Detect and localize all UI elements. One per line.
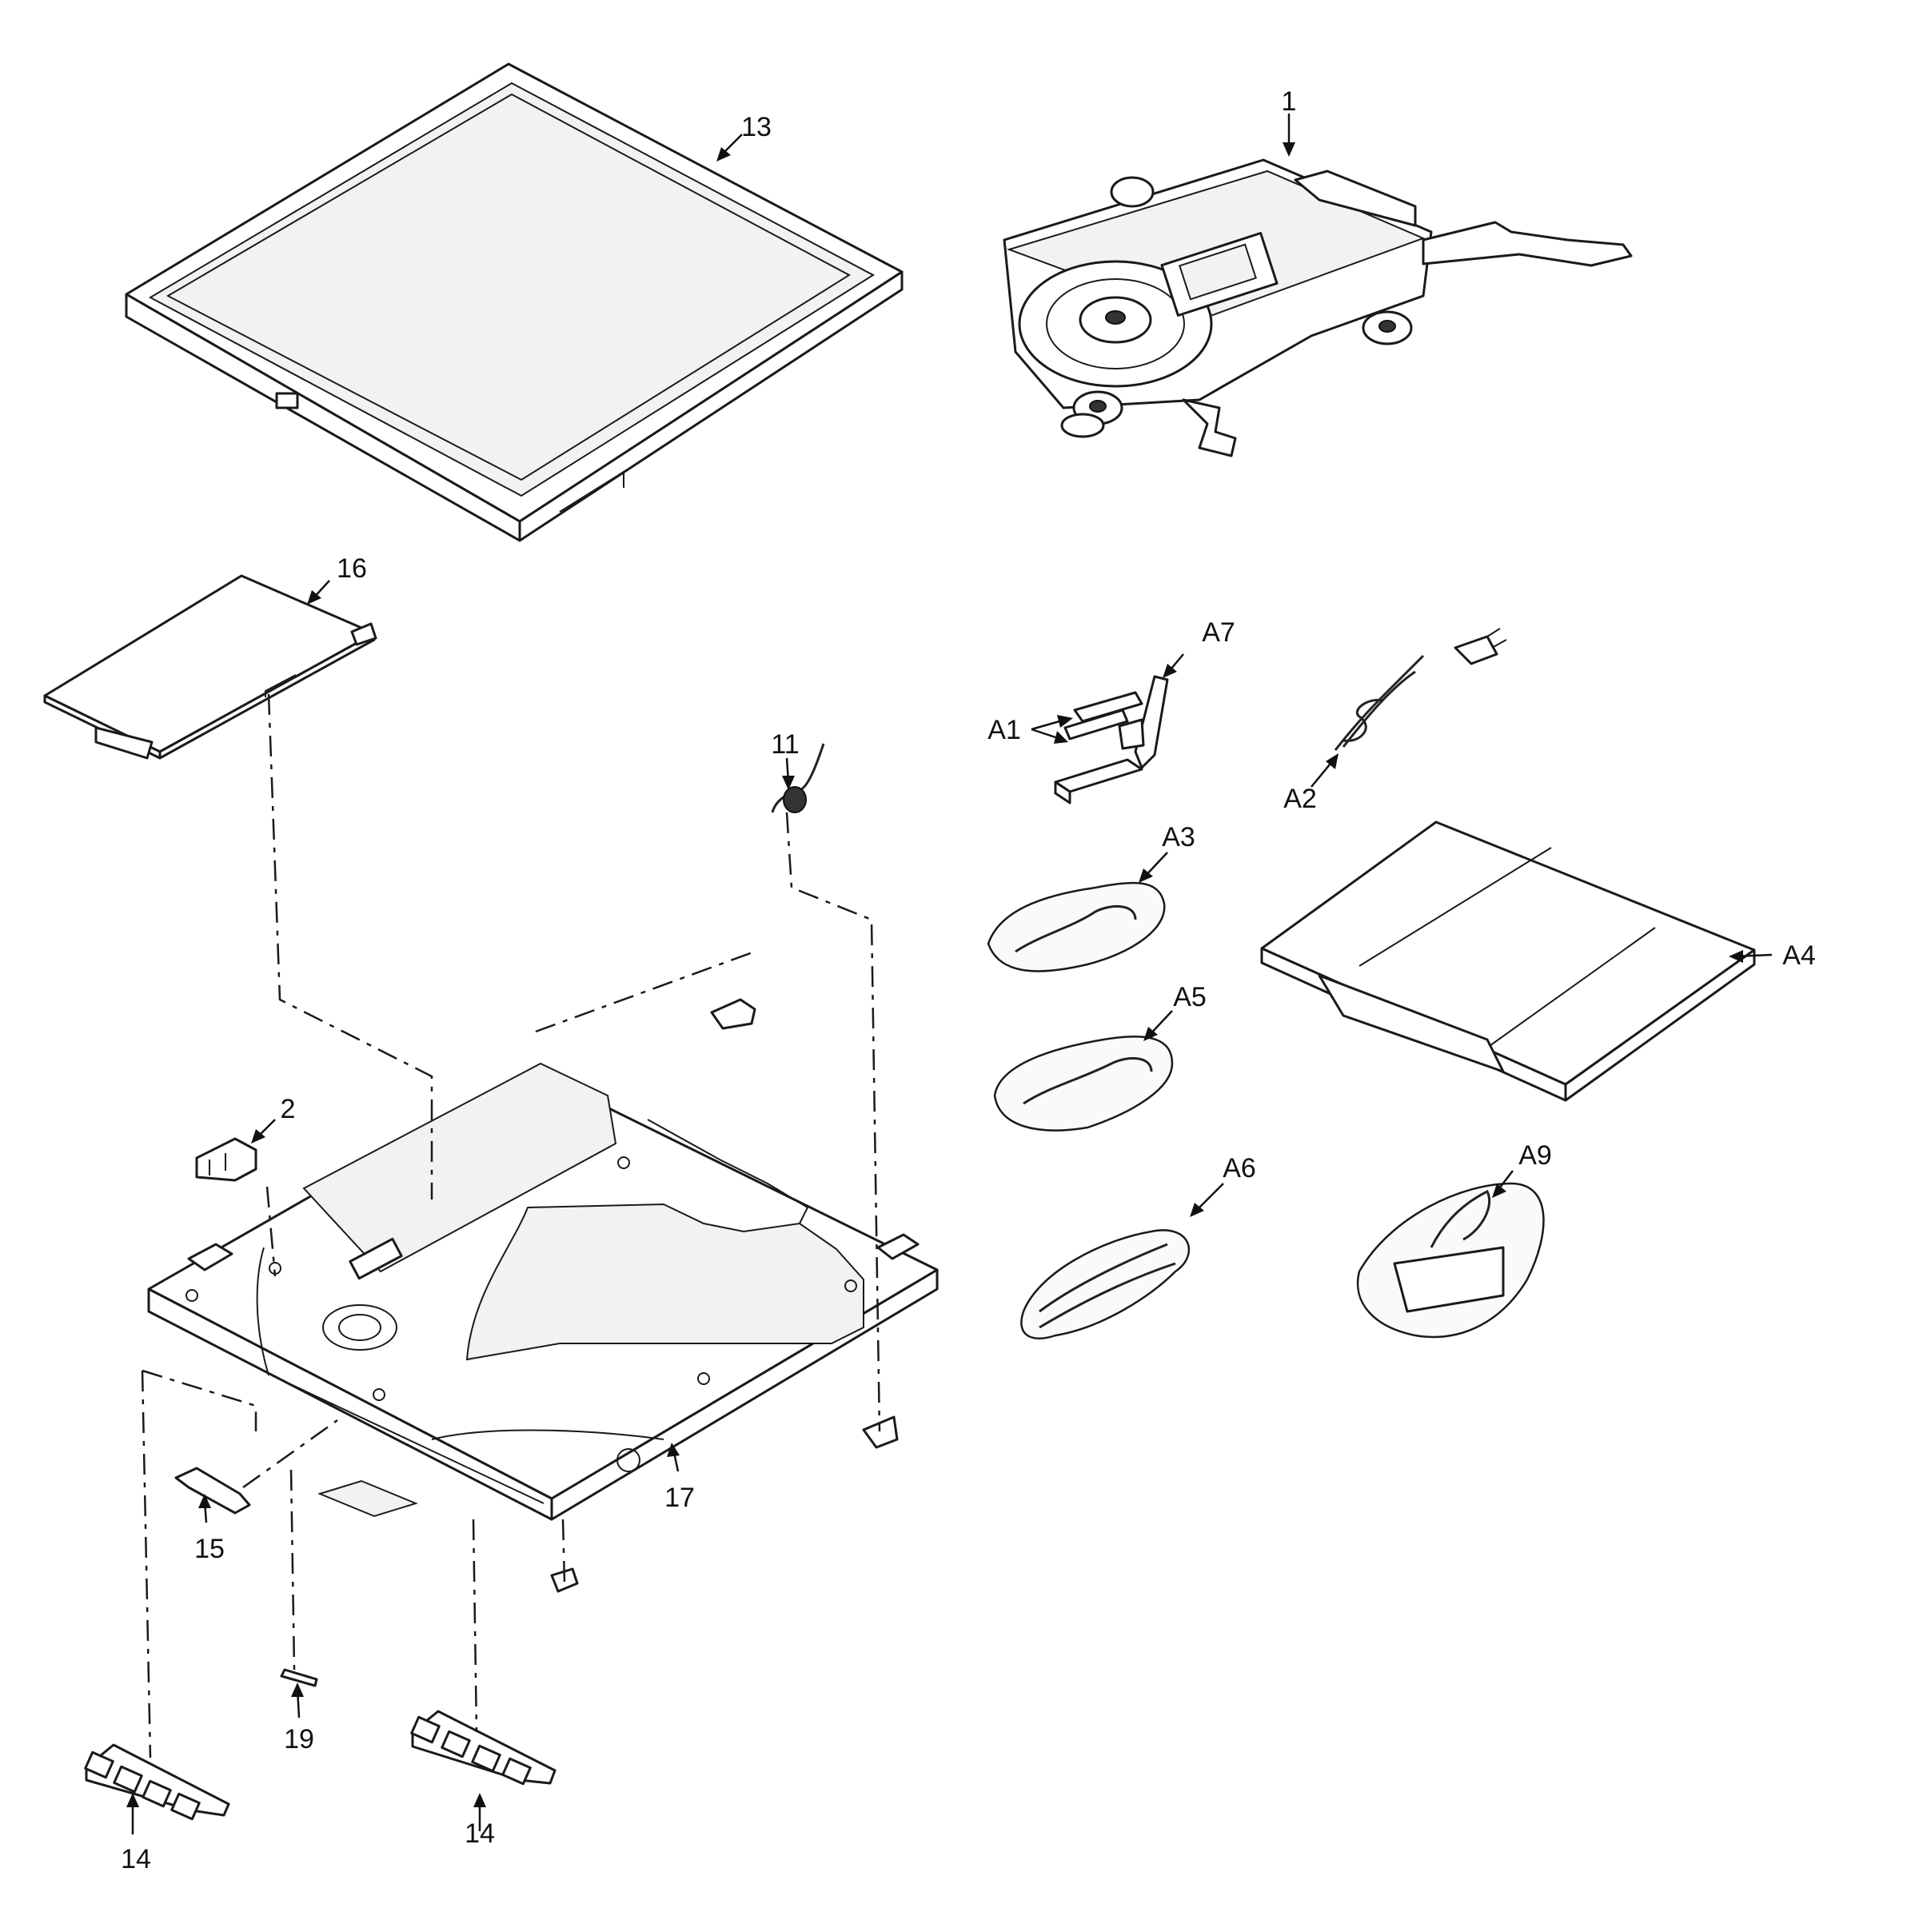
accessory-a6-bag (1020, 1229, 1190, 1339)
callout-13: 13 (741, 112, 772, 142)
callout-a6: A6 (1223, 1153, 1256, 1184)
leader-lines (126, 114, 1773, 1834)
part-14-button-strip-left (84, 1743, 230, 1821)
accessory-a7-a1 (1054, 675, 1169, 804)
callout-a1: A1 (987, 715, 1021, 745)
part-17-chassis (147, 1062, 939, 1521)
part-2-bracket (195, 1137, 257, 1182)
part-16-board (43, 574, 377, 760)
part-19-pin (280, 1668, 318, 1687)
callout-labels: 13 1 16 11 2 17 15 19 14 14 A7 A1 A2 A3 … (121, 86, 1816, 1874)
accessory-a5-bag (993, 1036, 1174, 1132)
accessory-a4-tray (1260, 820, 1756, 1102)
callout-1: 1 (1282, 86, 1297, 117)
callout-a2: A2 (1283, 784, 1317, 814)
callout-2: 2 (281, 1094, 296, 1124)
part-13-top-cover (125, 62, 904, 542)
assembly-guide-lines (141, 693, 881, 1758)
callout-a9: A9 (1518, 1140, 1552, 1171)
callout-11: 11 (771, 729, 799, 760)
part-clip-right (862, 1415, 899, 1449)
accessory-a2-power-cord (1334, 628, 1507, 751)
callout-16: 16 (337, 553, 367, 584)
part-1-drive-mechanism (1003, 158, 1633, 457)
callout-a7: A7 (1202, 617, 1235, 648)
callout-a5: A5 (1173, 982, 1207, 1012)
accessory-a3-bag (987, 881, 1166, 972)
part-15-lever (174, 1467, 251, 1515)
callout-14-left: 14 (121, 1844, 151, 1874)
label-plate (317, 1479, 418, 1518)
part-clip-upper (710, 998, 756, 1030)
callout-a3: A3 (1162, 822, 1195, 852)
part-14-button-strip-right (410, 1710, 557, 1786)
part-11-spring (771, 743, 825, 813)
callout-14-right: 14 (465, 1818, 495, 1849)
callout-19: 19 (284, 1724, 314, 1754)
callout-15: 15 (194, 1534, 225, 1564)
callout-17: 17 (664, 1483, 695, 1513)
callout-a4: A4 (1782, 940, 1816, 971)
accessory-a9-bag (1356, 1182, 1545, 1339)
